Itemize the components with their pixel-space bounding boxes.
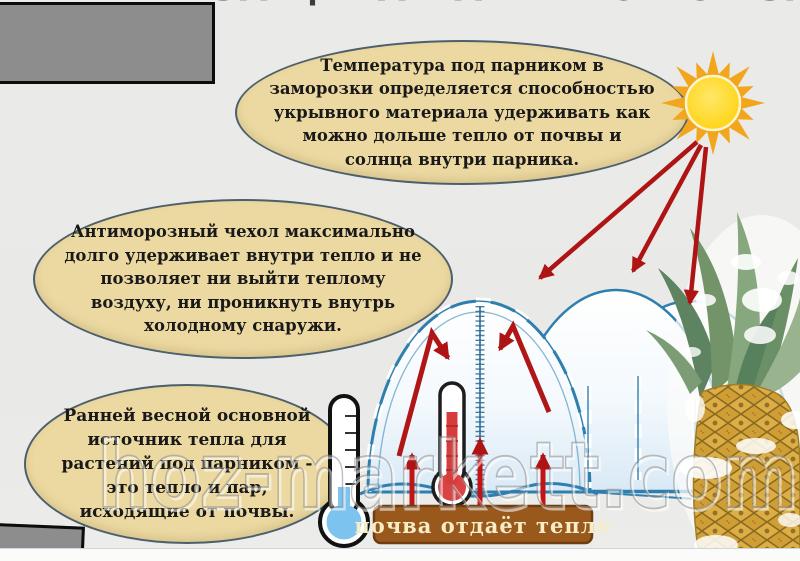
bubble-text: Ранней весной основной источник тепла дл…: [61, 405, 313, 523]
sun-rays: [661, 51, 765, 155]
sunbeam-arrow: [631, 143, 703, 274]
watermark-text: hoz-markett.com: [97, 422, 797, 529]
soil-label-text: почва отдаёт тепло: [354, 513, 611, 538]
thermometer-cold-icon: [318, 394, 370, 548]
watermark-text-emboss: hoz-markett.com: [99, 424, 799, 531]
sun-body: [684, 74, 742, 132]
soil-label: почва отдаёт тепло: [354, 504, 611, 545]
snowy-pineapple-photo: [646, 212, 800, 561]
sunbeam-arrow: [538, 140, 699, 280]
bubble-text: Антиморозный чехол максимально долго уде…: [64, 222, 422, 336]
reflected-heat-arrow: [396, 326, 451, 457]
bottom-white-band: [0, 548, 800, 561]
reflected-heat-arrow: [497, 320, 552, 413]
speech-bubble-frost-temperature: Температура под парником в заморозки опр…: [235, 40, 689, 185]
thermometer-warm-icon: [431, 381, 473, 508]
thermometer-ticks: [446, 425, 458, 471]
speech-bubble-antifrost-cover: Антиморозный чехол максимально долго уде…: [33, 199, 453, 359]
cover-segments-front-outline: [367, 300, 591, 493]
soil-heat-arrows: [403, 437, 552, 508]
sun-icon: [661, 51, 765, 155]
soil-label-bar: [372, 504, 594, 545]
sunbeam-arrows: [538, 140, 709, 306]
redaction-box-top-left: [0, 2, 215, 84]
snow-on-body: [680, 394, 800, 555]
snow-on-leaves: [683, 254, 799, 357]
cropped-title-text: ЗАЩИТА ПАРНИКОВ ОТ ЗАМОРОЗКОВ ВЕСНОЙ: [212, 0, 800, 7]
speech-bubble-spring-heat-source: Ранней весной основной источник тепла дл…: [24, 384, 350, 544]
thermometer-ticks: [345, 415, 356, 485]
bubble-text: Температура под парником в заморозки опр…: [269, 55, 655, 169]
cropped-title: ЗАЩИТА ПАРНИКОВ ОТ ЗАМОРОЗКОВ ВЕСНОЙ: [212, 0, 800, 7]
sunbeam-arrow: [683, 146, 709, 306]
reflected-heat-arrows: [396, 320, 552, 457]
watermark: hoz-markett.com hoz-markett.com: [96, 421, 800, 532]
